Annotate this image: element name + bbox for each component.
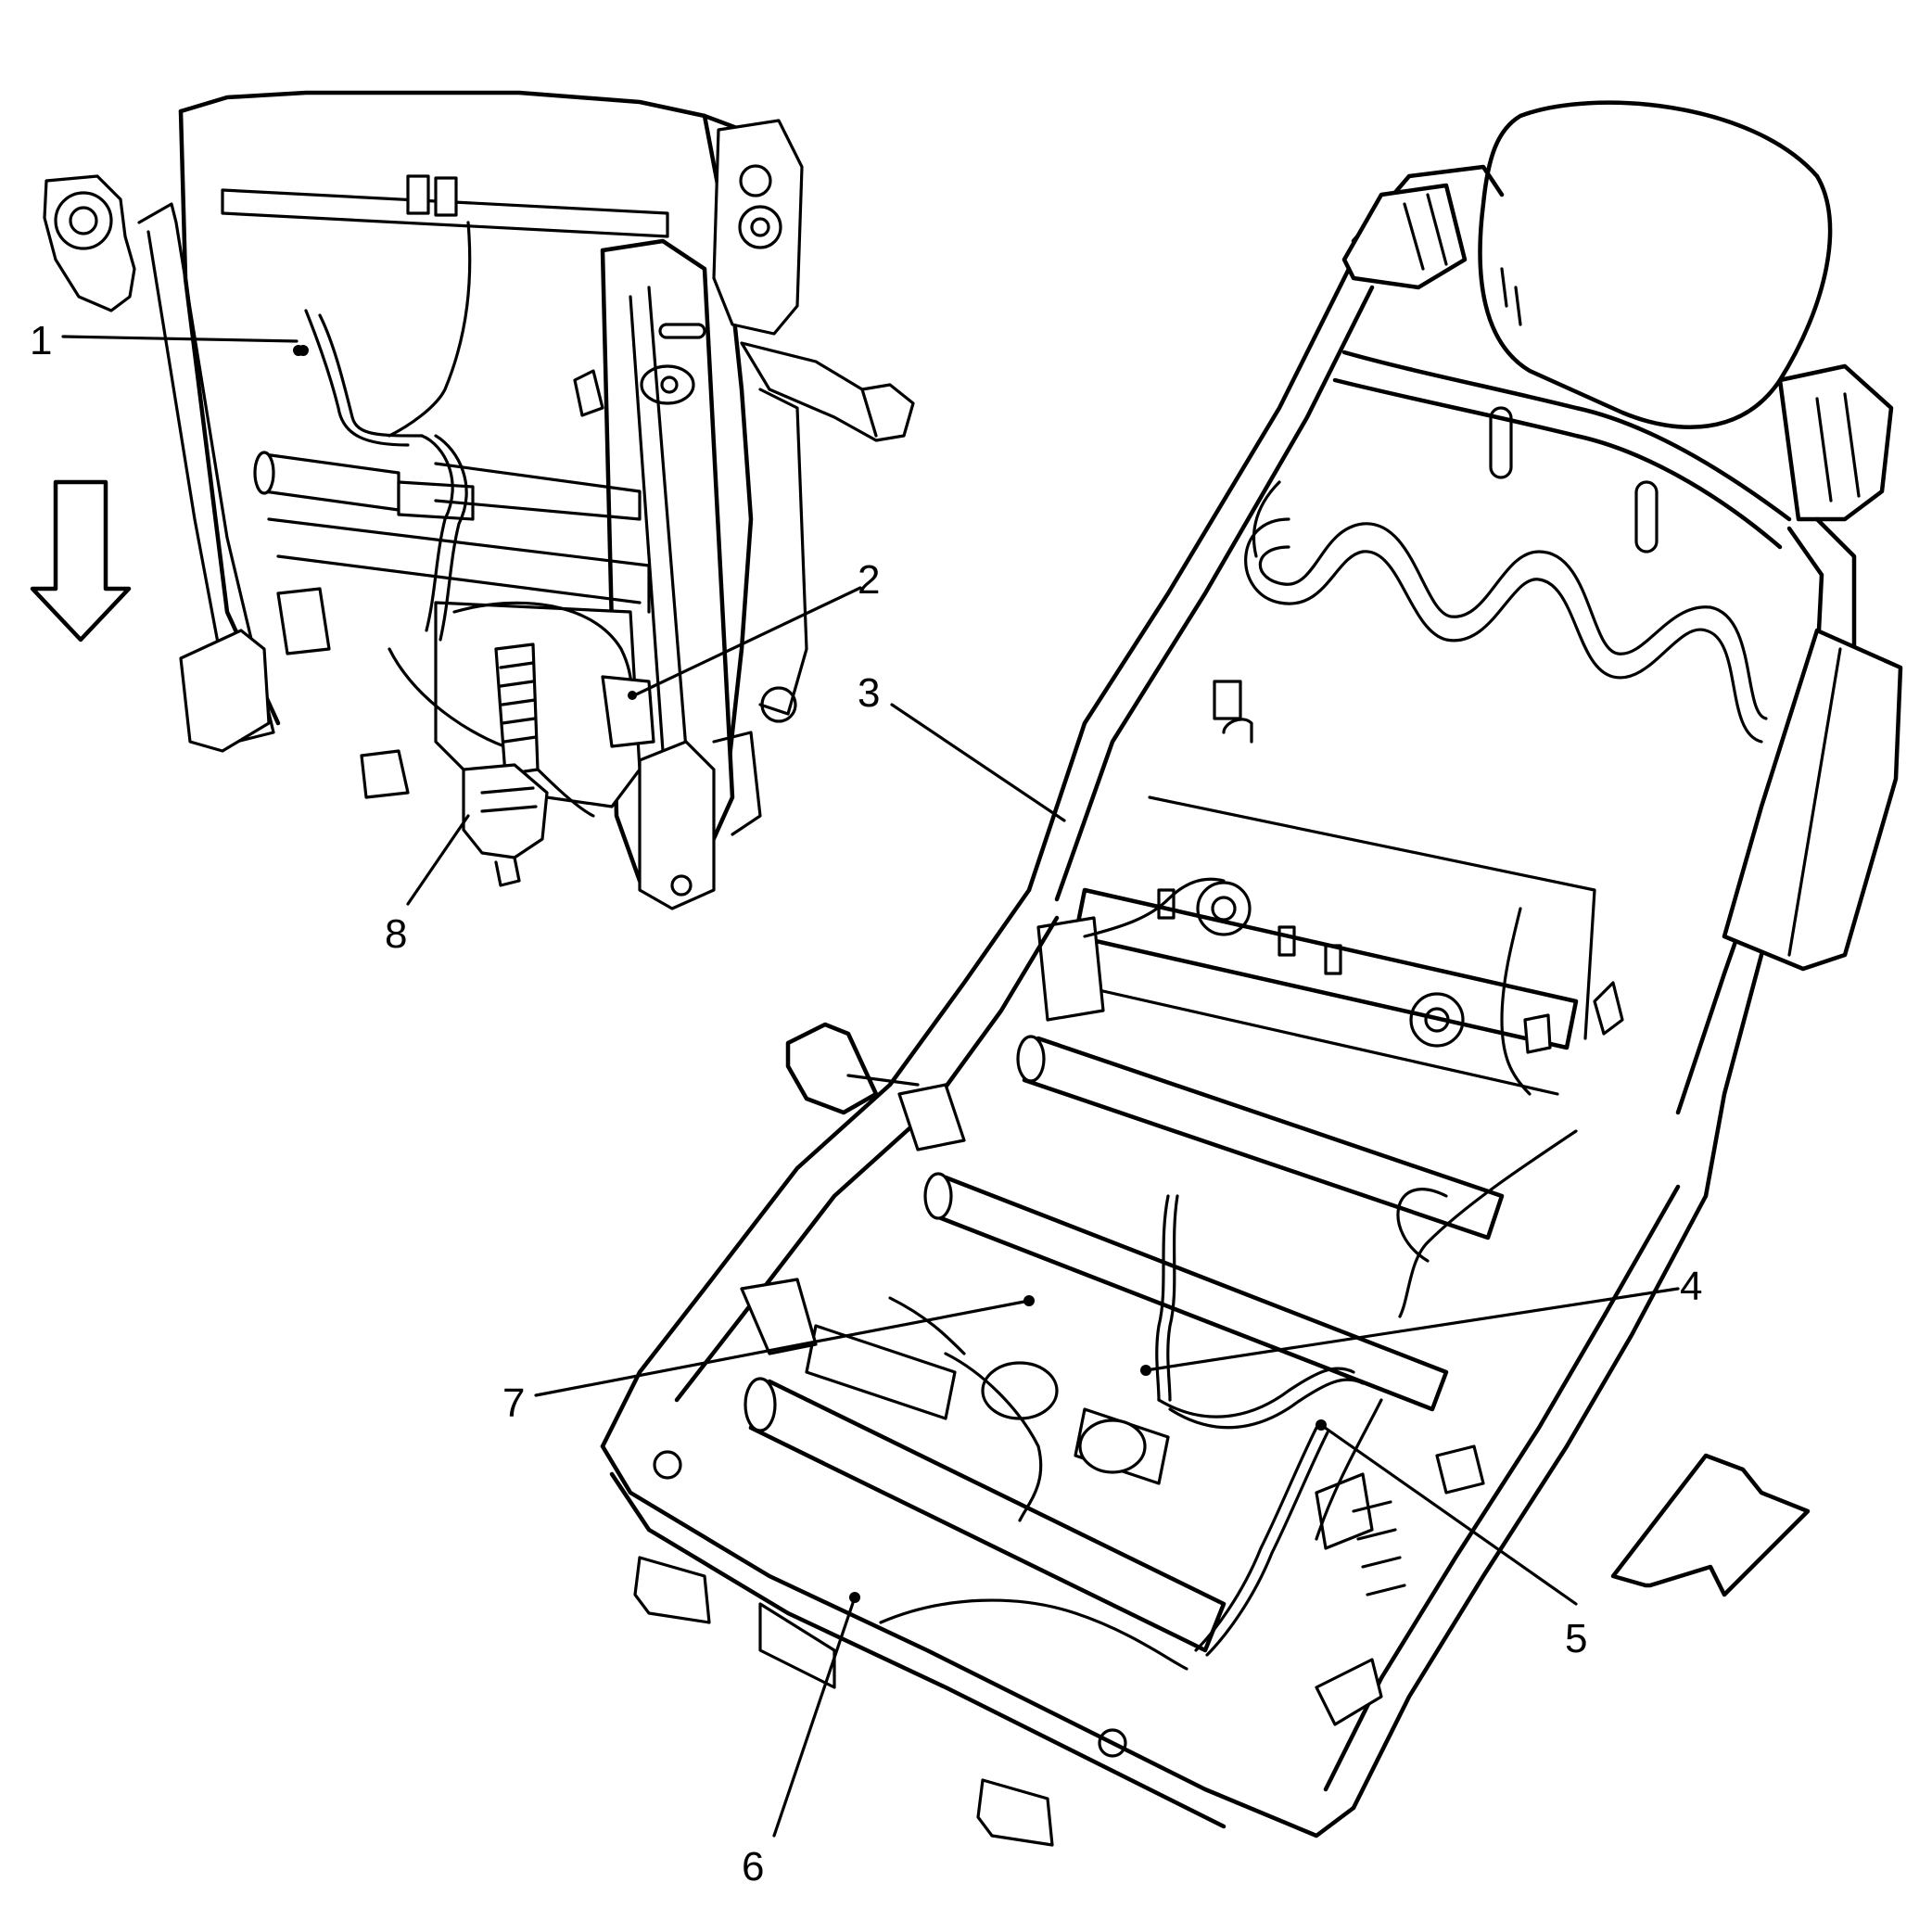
callout-8: 8 <box>385 911 407 957</box>
seat-main-view <box>600 100 1903 1847</box>
leader-lines <box>61 335 1680 1838</box>
seatback-detail-view <box>43 90 915 910</box>
headrest <box>1478 100 1833 430</box>
callout-1: 1 <box>30 318 52 363</box>
callout-5: 5 <box>1565 1616 1587 1661</box>
seat-belt-buckle <box>785 1022 879 1115</box>
callout-2: 2 <box>858 557 880 603</box>
arrow-down-left-icon <box>1610 1453 1811 1597</box>
callout-3: 3 <box>858 670 880 716</box>
callout-4: 4 <box>1680 1264 1702 1309</box>
arrow-down-icon <box>30 479 132 642</box>
callout-7: 7 <box>502 1380 525 1426</box>
side-airbag-module <box>1722 628 1903 972</box>
callout-6: 6 <box>742 1844 764 1889</box>
